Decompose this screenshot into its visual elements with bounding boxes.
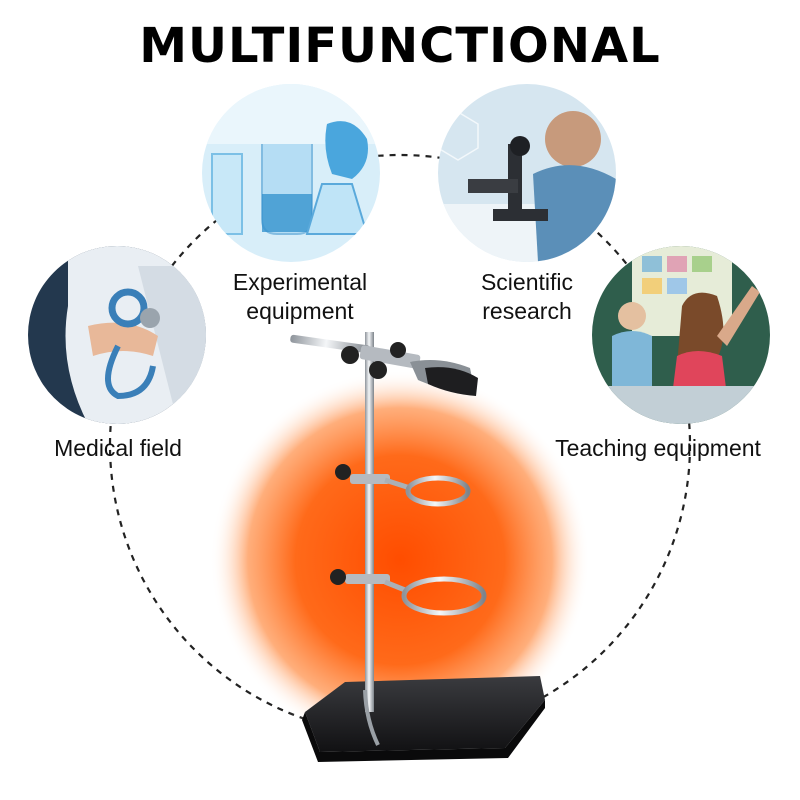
stand-rod — [365, 332, 374, 712]
photo-scientific-research — [438, 84, 616, 262]
label-experimental-line2: equipment — [246, 298, 354, 324]
label-scientific-line2: research — [482, 298, 572, 324]
stand-base — [302, 676, 545, 762]
dashed-ring — [108, 153, 692, 737]
photo-medical-field — [28, 246, 206, 424]
label-experimental-equipment: Experimental equipment — [210, 268, 390, 326]
ring-upper — [335, 464, 471, 507]
label-teaching-equipment: Teaching equipment — [555, 435, 761, 461]
label-scientific-line1: Scientific — [480, 269, 574, 295]
photo-teaching-equipment — [592, 246, 770, 424]
page-title: MULTIFUNCTIONAL — [139, 18, 661, 74]
label-experimental-line1: Experimental — [232, 269, 368, 295]
ring-lower — [330, 569, 487, 616]
label-medical-field: Medical field — [54, 435, 182, 461]
clamp-arm — [290, 334, 478, 396]
photo-experimental-equipment — [202, 84, 380, 262]
label-scientific-research: Scientific research — [437, 268, 617, 326]
orange-glow — [210, 370, 590, 750]
